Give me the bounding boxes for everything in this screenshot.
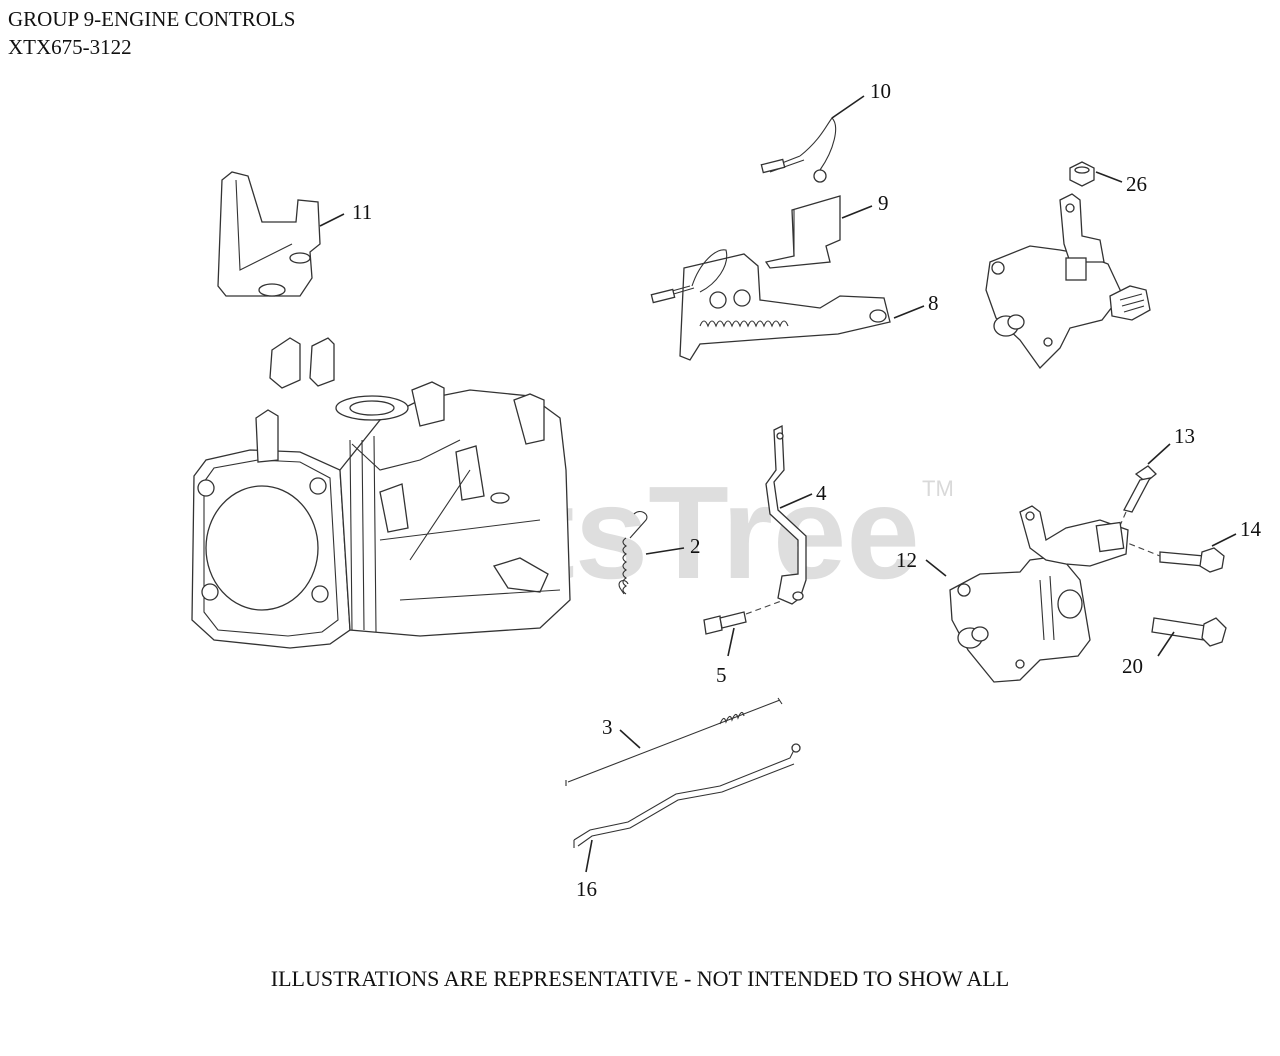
callout-20[interactable]: 20 xyxy=(1122,654,1143,678)
callout-9[interactable]: 9 xyxy=(878,191,889,215)
diagram-title: GROUP 9-ENGINE CONTROLS xyxy=(8,7,296,31)
footer-disclaimer: ILLUSTRATIONS ARE REPRESENTATIVE - NOT I… xyxy=(270,966,1010,991)
callout-numbers: 11 10 9 8 26 4 2 5 3 16 13 14 20 12 xyxy=(352,79,1262,901)
callout-26[interactable]: 26 xyxy=(1126,172,1147,196)
part-9-plate[interactable] xyxy=(764,195,841,269)
callout-12[interactable]: 12 xyxy=(896,548,917,572)
callout-10[interactable]: 10 xyxy=(870,79,891,103)
part-4-lever[interactable] xyxy=(765,424,807,605)
part-16-rod[interactable] xyxy=(573,743,801,848)
watermark-tm: TM xyxy=(922,476,954,501)
part-14-bolt[interactable] xyxy=(1119,539,1225,573)
callout-11[interactable]: 11 xyxy=(352,200,372,224)
part-5-pin[interactable] xyxy=(703,599,785,635)
callout-4[interactable]: 4 xyxy=(816,481,827,505)
part-26-nut[interactable] xyxy=(1069,161,1095,187)
part-13-bolt[interactable] xyxy=(1111,465,1157,545)
part-10-wire-lead[interactable] xyxy=(760,117,837,183)
engine-block[interactable] xyxy=(191,337,571,649)
callout-13[interactable]: 13 xyxy=(1174,424,1195,448)
part-2-spring[interactable] xyxy=(618,511,648,595)
callout-3[interactable]: 3 xyxy=(602,715,613,739)
model-number: XTX675-3122 xyxy=(8,35,132,59)
callout-14[interactable]: 14 xyxy=(1240,517,1262,541)
part-8-bracket-spring[interactable] xyxy=(650,249,891,361)
callout-16[interactable]: 16 xyxy=(576,877,597,901)
callout-5[interactable]: 5 xyxy=(716,663,727,687)
part-20-bolt[interactable] xyxy=(1151,617,1227,647)
leader-lines xyxy=(319,95,1237,873)
callout-2[interactable]: 2 xyxy=(690,534,701,558)
part-3-rod[interactable] xyxy=(565,697,783,786)
part-11-bracket[interactable] xyxy=(217,171,321,297)
callout-8[interactable]: 8 xyxy=(928,291,939,315)
part-12-control-assembly[interactable] xyxy=(949,505,1129,683)
control-assembly-upper[interactable] xyxy=(985,193,1151,370)
